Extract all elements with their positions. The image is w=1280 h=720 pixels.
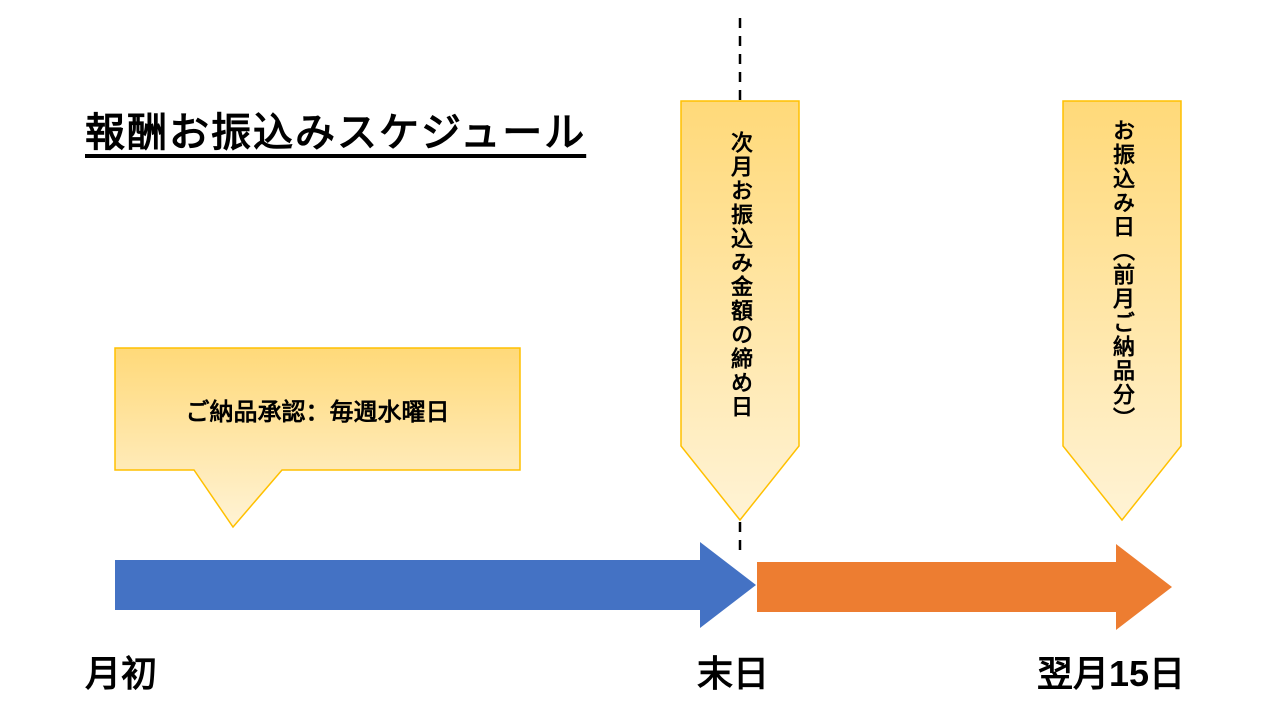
payment-date-arrow-shape [1062, 100, 1182, 522]
timeline-arrow-first-half [115, 542, 756, 628]
payment-date-arrow-label: お振込み日（前月ご納品分） [1110, 119, 1135, 431]
closing-date-arrow-shape [680, 100, 800, 522]
approval-bubble-shape [114, 347, 521, 529]
timeline-label-month-start: 月初 [85, 653, 158, 694]
approval-bubble-label: ご納品承認：毎週水曜日 [185, 398, 450, 426]
page-title: 報酬お振込みスケジュール [85, 111, 587, 155]
timeline-label-last-day: 末日 [697, 653, 770, 694]
timeline-arrow-second-half [757, 544, 1172, 630]
closing-date-arrow-label: 次月お振込み金額の締め日 [728, 131, 753, 419]
timeline-label-next-month-15th: 翌月15日 [1037, 653, 1186, 694]
